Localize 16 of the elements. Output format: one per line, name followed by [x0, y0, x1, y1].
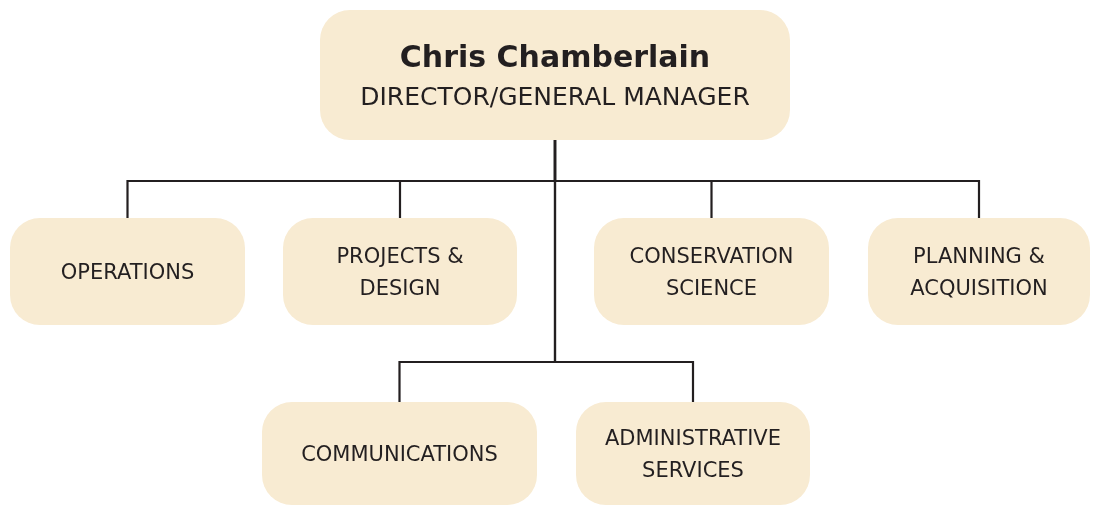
job-title: DIRECTOR/GENERAL MANAGER [359, 81, 751, 113]
department-name: CONSERVATION SCIENCE [628, 242, 795, 302]
department-box [283, 218, 517, 325]
department-name: OPERATIONS [59, 258, 196, 286]
department-name: ADMINISTRATIVE SERVICES [603, 424, 782, 484]
department-box [576, 402, 810, 505]
connector-line [553, 140, 695, 402]
department-box [868, 218, 1090, 325]
manager-box [320, 10, 790, 140]
person-name: Chris Chamberlain [398, 38, 712, 76]
department-name: PLANNING & ACQUISITION [909, 242, 1049, 302]
department-box [10, 218, 245, 325]
department-box [262, 402, 537, 505]
department-box [594, 218, 829, 325]
department-name: PROJECTS & DESIGN [335, 242, 465, 302]
department-name: COMMUNICATIONS [300, 440, 499, 468]
